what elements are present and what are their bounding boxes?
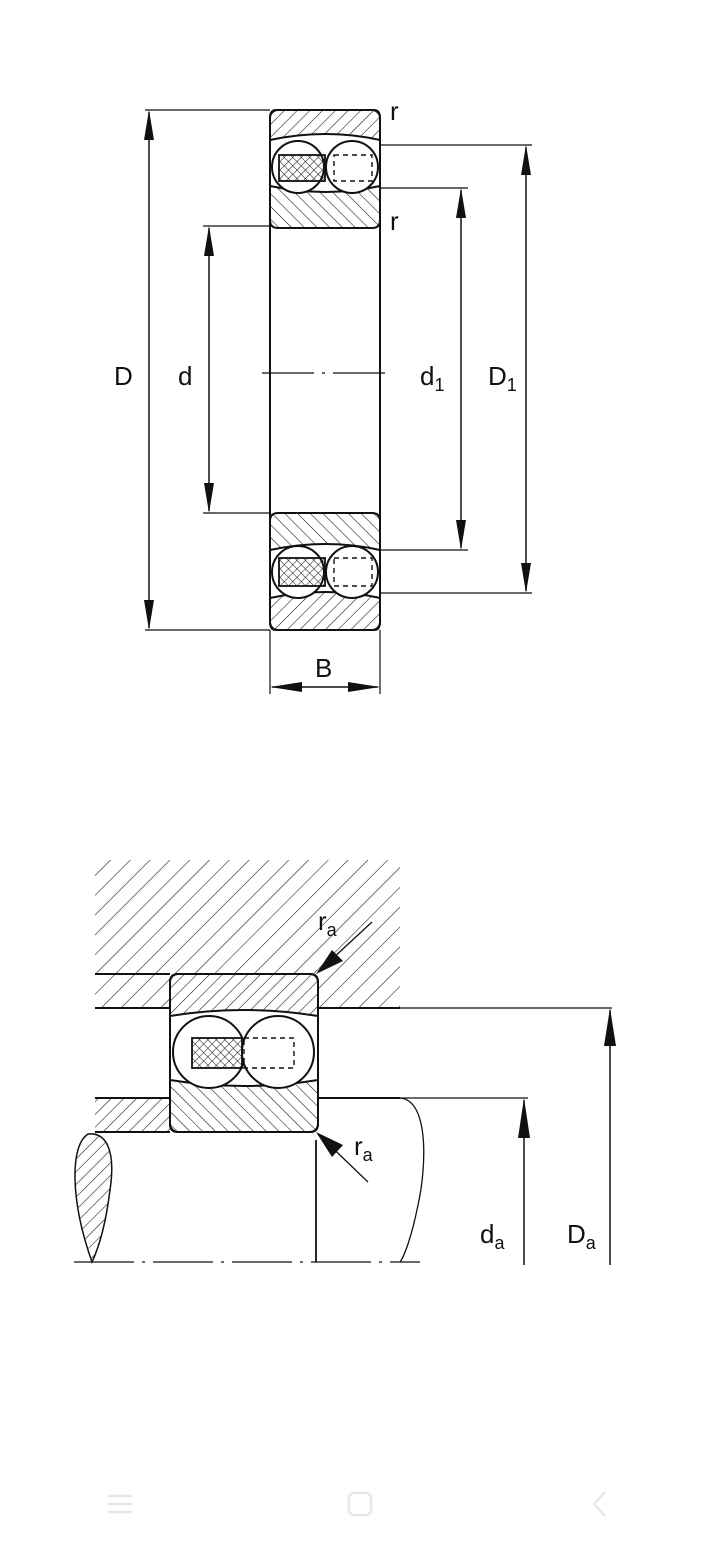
home-icon <box>347 1491 373 1517</box>
menu-icon <box>108 1494 132 1514</box>
dimension-da: da <box>480 1098 530 1265</box>
home-button[interactable] <box>330 1474 390 1534</box>
roller-right <box>241 1015 315 1089</box>
label-r-bottom: r <box>390 206 399 236</box>
outer-ring <box>169 973 319 1018</box>
dimension-D: D <box>114 110 154 630</box>
outer-ring-top <box>269 109 381 142</box>
label-ra-bottom: ra <box>354 1131 374 1165</box>
back-icon <box>592 1491 606 1517</box>
shaft-break <box>74 1133 113 1264</box>
dimension-B: B <box>270 653 380 692</box>
dimension-Da: Da <box>567 1008 616 1265</box>
cage-bottom <box>278 557 326 587</box>
bearing-section-drawing: D d d1 D1 B r <box>114 96 532 694</box>
back-button[interactable] <box>570 1474 630 1534</box>
cage-hidden <box>243 1037 295 1069</box>
cage-bottom-hidden <box>333 557 373 587</box>
system-nav-bar <box>0 1462 720 1546</box>
extension-lines <box>145 109 532 694</box>
menu-button[interactable] <box>90 1474 150 1534</box>
dimension-d1: d1 <box>420 188 466 550</box>
roller-top-right <box>325 140 379 194</box>
roller-bottom-right <box>325 545 379 599</box>
label-d: d <box>178 361 192 391</box>
label-D1: D1 <box>488 361 517 395</box>
shaft-shoulder <box>95 1097 170 1133</box>
radius-ra-bottom: ra <box>316 1131 374 1183</box>
label-da: da <box>480 1219 505 1253</box>
shaft-outline <box>315 1097 528 1263</box>
cage <box>191 1037 243 1069</box>
label-B: B <box>315 653 332 683</box>
label-r-top: r <box>390 96 399 126</box>
inner-ring-top <box>269 184 381 229</box>
mounting-drawing: ra ra da Da <box>74 860 616 1265</box>
outer-ring-bottom <box>269 591 381 631</box>
label-d1: d1 <box>420 361 444 395</box>
dimension-D1: D1 <box>488 145 531 593</box>
inner-ring-bottom <box>269 512 381 552</box>
label-ra-top: ra <box>318 906 338 940</box>
label-D: D <box>114 361 133 391</box>
dimension-d: d <box>178 226 214 513</box>
radius-ra-top: ra <box>316 906 373 974</box>
inner-ring <box>169 1078 319 1133</box>
cage-top <box>278 154 326 182</box>
label-Da: Da <box>567 1219 597 1253</box>
cage-top-hidden <box>333 154 373 182</box>
